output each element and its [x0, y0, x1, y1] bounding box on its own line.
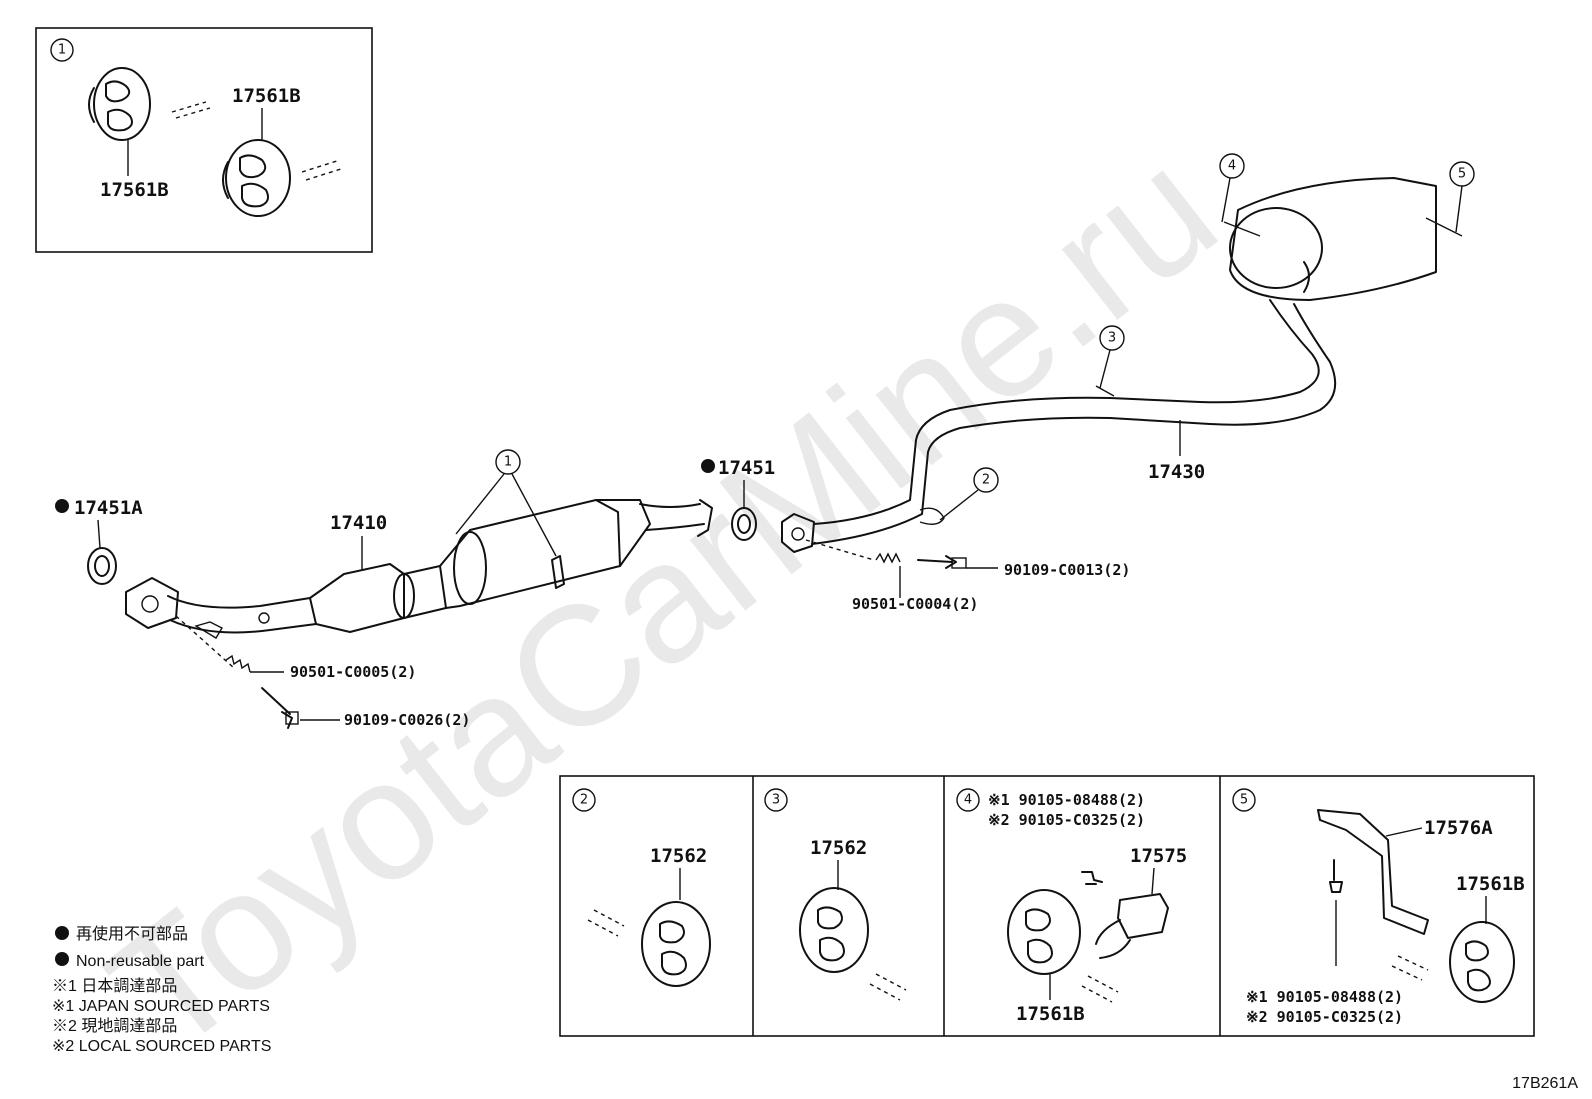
detail-3-part-label: 17562	[810, 837, 867, 859]
legend-jp-nonreusable: 再使用不可部品	[76, 925, 188, 943]
label-17451A: 17451A	[74, 497, 143, 519]
non-reusable-bullet-icon	[55, 952, 69, 966]
front-exhaust-pipe-converter	[87, 499, 713, 639]
legend-en-local: ※2 LOCAL SOURCED PARTS	[52, 1038, 271, 1055]
hanger-insulator-icon	[222, 139, 291, 217]
label-90501-C0005: 90501-C0005(2)	[290, 663, 416, 681]
non-reusable-bullet-icon	[55, 499, 69, 513]
legend-en-japan: ※1 JAPAN SOURCED PARTS	[52, 998, 270, 1015]
label-17430: 17430	[1148, 461, 1205, 483]
detail-4-bracket-label: 17575	[1130, 845, 1187, 867]
label-17451: 17451	[718, 457, 775, 479]
watermark: ToyotaCarMine.ru	[76, 113, 1250, 1089]
inset-1-label-top: 17561B	[232, 85, 301, 107]
tail-pipe-muffler	[781, 177, 1463, 553]
detail-4-note-2: ※2 90105-C0325(2)	[988, 811, 1145, 829]
callout-3: 3	[1108, 331, 1116, 346]
legend-jp-japan: ※1 日本調達部品	[52, 977, 177, 995]
label-90109-C0013: 90109-C0013(2)	[1004, 561, 1130, 579]
detail-5-note-1: ※1 90105-08488(2)	[1246, 988, 1403, 1006]
label-90501-C0004: 90501-C0004(2)	[852, 595, 978, 613]
detail-5-note-2: ※2 90105-C0325(2)	[1246, 1008, 1403, 1026]
hanger-insulator-icon	[88, 67, 151, 141]
detail-panels: 2 17562 3 17562 4 ※1 90105-08488(2) ※2 9…	[559, 775, 1535, 1037]
callout-5: 5	[1458, 167, 1466, 182]
inset-1-number: 1	[58, 43, 66, 58]
svg-text:5: 5	[1240, 793, 1248, 808]
detail-2-part-label: 17562	[650, 845, 707, 867]
detail-5-insulator-label: 17561B	[1456, 873, 1525, 895]
inset-1: 1 17561B 17561B	[35, 27, 373, 253]
diagram-code: 17B261A	[1512, 1075, 1578, 1092]
label-17410: 17410	[330, 512, 387, 534]
callout-1: 1	[504, 455, 512, 470]
detail-4: 4 ※1 90105-08488(2) ※2 90105-C0325(2) 17…	[956, 788, 1187, 1025]
svg-text:2: 2	[580, 793, 588, 808]
detail-5: 5 17576A 17561B ※1 90105-08488(2) ※2 901…	[1232, 788, 1525, 1026]
fasteners	[175, 539, 998, 729]
main-labels: 17451A 17410 1 17451 17430 3 2 4 5 90109…	[55, 153, 1475, 729]
callout-2: 2	[982, 473, 990, 488]
detail-4-insulator-label: 17561B	[1016, 1003, 1085, 1025]
detail-4-note-1: ※1 90105-08488(2)	[988, 791, 1145, 809]
inset-1-label-bottom: 17561B	[100, 179, 169, 201]
callout-4: 4	[1228, 159, 1236, 174]
detail-2: 2 17562	[572, 788, 711, 987]
svg-text:3: 3	[772, 793, 780, 808]
legend-en-nonreusable: Non-reusable part	[76, 953, 205, 970]
non-reusable-bullet-icon	[55, 926, 69, 940]
non-reusable-bullet-icon	[701, 459, 715, 473]
detail-3: 3 17562	[764, 788, 907, 1001]
legend: 再使用不可部品 Non-reusable part ※1 日本調達部品 ※1 J…	[52, 925, 271, 1055]
legend-jp-local: ※2 現地調達部品	[52, 1017, 177, 1035]
detail-5-bracket-label: 17576A	[1424, 817, 1493, 839]
label-90109-C0026: 90109-C0026(2)	[344, 711, 470, 729]
svg-text:4: 4	[964, 793, 972, 808]
